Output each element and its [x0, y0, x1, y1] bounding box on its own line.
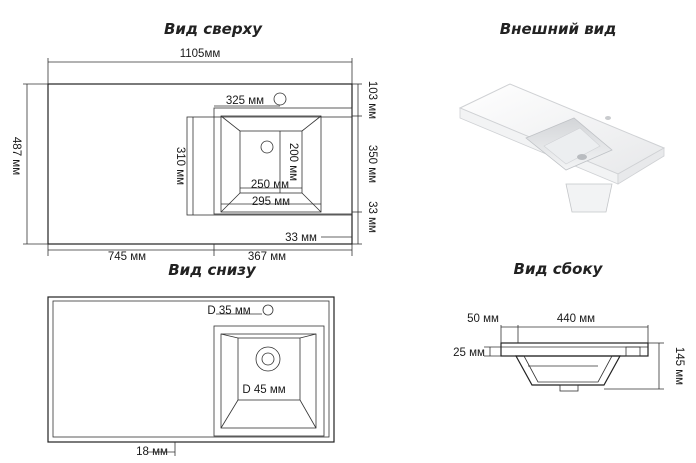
bowl-rim [220, 115, 322, 213]
dim-bowl-outer-depth: 310 мм [174, 147, 186, 185]
bottom-view-outline [47, 296, 335, 443]
bottom-faucet-hole [262, 304, 274, 316]
dim-slab-thickness: 25 мм [453, 347, 485, 359]
bottom-view: D 35 мм D 45 мм 18 мм [47, 296, 335, 458]
side-view: 50 мм 440 мм 25 мм 145 мм [453, 313, 685, 392]
dim-faucet-offset: 325 мм [226, 95, 264, 107]
dim-front-margin-right: 33 мм [366, 201, 378, 233]
faucet-hole [273, 92, 287, 106]
dim-bowl-depth: 350 мм [366, 145, 378, 183]
dim-drain-depth: 200 мм [287, 143, 299, 181]
bottom-drain-hole [261, 352, 275, 366]
dim-bowl-inner-width: 250 мм [251, 179, 289, 191]
side-view-title: Вид сбоку [514, 260, 604, 278]
dim-left-width: 745 мм [108, 251, 146, 263]
sink-bowl-underside [565, 183, 613, 213]
drain-icon [577, 154, 587, 160]
dim-faucet-hole-diameter: D 35 мм [207, 305, 250, 317]
dim-overall-depth: 487 мм [10, 137, 22, 175]
drain-hole [260, 140, 274, 154]
faucet-hole-icon [605, 116, 611, 120]
bowl-outer-rim [213, 107, 353, 215]
top-view: 1105мм 487 мм 325 мм 103 мм 350 мм 33 мм… [10, 48, 378, 263]
bottom-bowl-outline [213, 325, 325, 437]
dim-top-offset: 50 мм [467, 313, 499, 325]
bottom-drain-outer [255, 346, 281, 372]
dim-right-width: 367 мм [248, 251, 286, 263]
bottom-view-title: Вид снизу [168, 261, 257, 279]
bowl-bottom [239, 130, 303, 194]
dim-back-margin: 103 мм [366, 81, 378, 119]
exterior-view-title: Внешний вид [500, 20, 617, 38]
exterior-view [458, 83, 666, 213]
dim-side-length: 440 мм [557, 313, 595, 325]
dim-overall-width: 1105мм [180, 48, 221, 60]
dim-drain-hole-diameter: D 45 мм [242, 384, 285, 396]
dim-side-height: 145 мм [673, 347, 685, 385]
bottom-bowl-base [237, 337, 301, 401]
dim-front-margin-left: 33 мм [285, 232, 317, 244]
top-view-title: Вид сверху [164, 20, 263, 38]
side-view-drain [559, 384, 579, 392]
dim-edge-thickness: 18 мм [136, 446, 168, 458]
dim-bowl-width: 295 мм [252, 196, 290, 208]
